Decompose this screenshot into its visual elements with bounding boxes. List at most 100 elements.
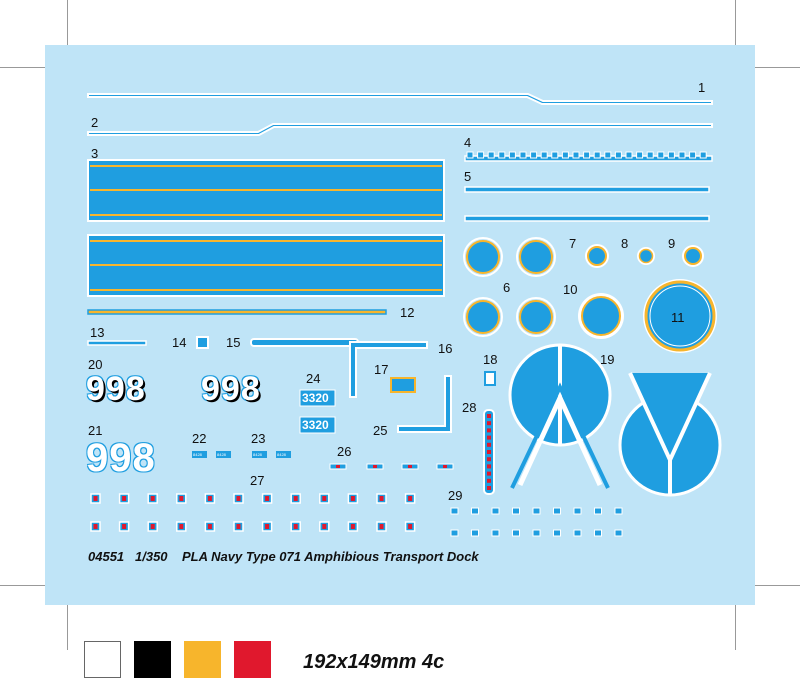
crenel: [593, 151, 601, 159]
tag-center: [322, 496, 327, 501]
label-2: 2: [91, 115, 99, 130]
tag-center: [179, 496, 184, 501]
decal-22-code-text: 8428: [193, 452, 202, 457]
tag: [471, 529, 479, 537]
tag: [450, 529, 459, 537]
product-title: PLA Navy Type 071 Amphibious Transport D…: [182, 549, 479, 564]
label-16: 16: [438, 341, 453, 356]
crenel: [466, 151, 474, 159]
label-13: 13: [90, 325, 105, 340]
product-code: 04551: [88, 549, 125, 564]
label-6: 6: [503, 280, 511, 295]
decal-15-bar: [250, 338, 359, 347]
decal-10-ring: [578, 293, 624, 339]
decal-21-hull-number: 998: [86, 436, 156, 480]
decal-24-pennant-box: [299, 416, 336, 434]
dash: [487, 421, 491, 426]
tag-center: [350, 496, 355, 501]
decal-26-marks: [329, 463, 454, 470]
decal-2-stripe: [87, 123, 713, 136]
crenel: [583, 151, 591, 159]
crop-mark: [755, 585, 800, 586]
tag: [594, 507, 602, 515]
crenel: [657, 151, 665, 159]
dash: [487, 486, 491, 490]
decal-4-strip: [464, 151, 713, 162]
tag-center: [408, 496, 413, 501]
dash: [487, 414, 491, 418]
label-10: 10: [563, 282, 578, 297]
crop-mark: [0, 67, 45, 68]
sheet-caption: 04551 1/350 PLA Navy Type 071 Amphibious…: [88, 549, 479, 564]
dash: [487, 428, 491, 433]
decal-24-pennant-box: [299, 389, 336, 407]
tag: [553, 507, 561, 515]
label-1: 1: [698, 80, 706, 95]
decal-17-block: [390, 377, 416, 393]
tag: [594, 529, 602, 537]
tag: [512, 529, 520, 537]
tag-center: [265, 524, 270, 529]
label-29: 29: [448, 488, 463, 503]
decal-14-square: [196, 336, 209, 349]
tag-center: [150, 524, 155, 529]
label-12: 12: [400, 305, 415, 320]
tag-center: [122, 524, 127, 529]
sheet-size-label: 192x149mm 4c: [303, 651, 445, 673]
decal-22-codes: [192, 451, 231, 458]
crenel: [646, 151, 654, 159]
decal-20-hull-number: 998: [201, 370, 261, 408]
decal-sheet: [45, 45, 755, 605]
decal-19-emblem: [508, 343, 612, 489]
crenel: [551, 151, 559, 159]
tag-center: [350, 524, 355, 529]
tag-center: [379, 524, 384, 529]
dash: [487, 471, 491, 476]
crenel: [604, 151, 612, 159]
decal-5-bar: [464, 186, 710, 193]
label-25: 25: [373, 423, 388, 438]
dash: [487, 442, 491, 447]
tag-center: [236, 524, 241, 529]
label-26: 26: [337, 444, 352, 459]
tag-center: [93, 496, 98, 501]
decal-27-tags: [90, 493, 416, 532]
label-9: 9: [668, 236, 676, 251]
decal-23-code-text: 8428: [277, 452, 286, 457]
decal-19-emblem-inverted: [618, 372, 722, 497]
tag: [573, 507, 582, 515]
crop-mark: [67, 0, 68, 45]
label-4: 4: [464, 135, 472, 150]
tag-center: [236, 496, 241, 501]
crenel: [625, 151, 633, 159]
label-23: 23: [251, 431, 266, 446]
label-15: 15: [226, 335, 241, 350]
tag: [450, 507, 459, 515]
label-14: 14: [172, 335, 187, 350]
decal-24-pennant: 3320: [302, 418, 329, 432]
tag: [553, 529, 561, 537]
tag: [491, 507, 500, 515]
tag-center: [265, 496, 270, 501]
label-8: 8: [621, 236, 629, 251]
dash: [487, 450, 491, 454]
decal-20-hull-number: 998: [86, 370, 146, 408]
tag-center: [207, 496, 212, 501]
label-22: 22: [192, 431, 207, 446]
decal-13-bar: [87, 340, 147, 346]
mark-center: [336, 465, 340, 468]
tag: [532, 507, 541, 515]
tag: [512, 507, 520, 515]
decal-1-stripe: [87, 93, 713, 105]
dash: [487, 457, 491, 462]
label-19: 19: [600, 352, 615, 367]
decal-11-ring: [643, 279, 717, 353]
crenel: [519, 151, 527, 159]
tag-center: [293, 524, 298, 529]
crenel: [477, 151, 485, 159]
tag-center: [93, 524, 98, 529]
decal-9-ring: [682, 245, 704, 267]
crop-mark: [735, 0, 736, 45]
scale: 1/350: [135, 549, 168, 564]
